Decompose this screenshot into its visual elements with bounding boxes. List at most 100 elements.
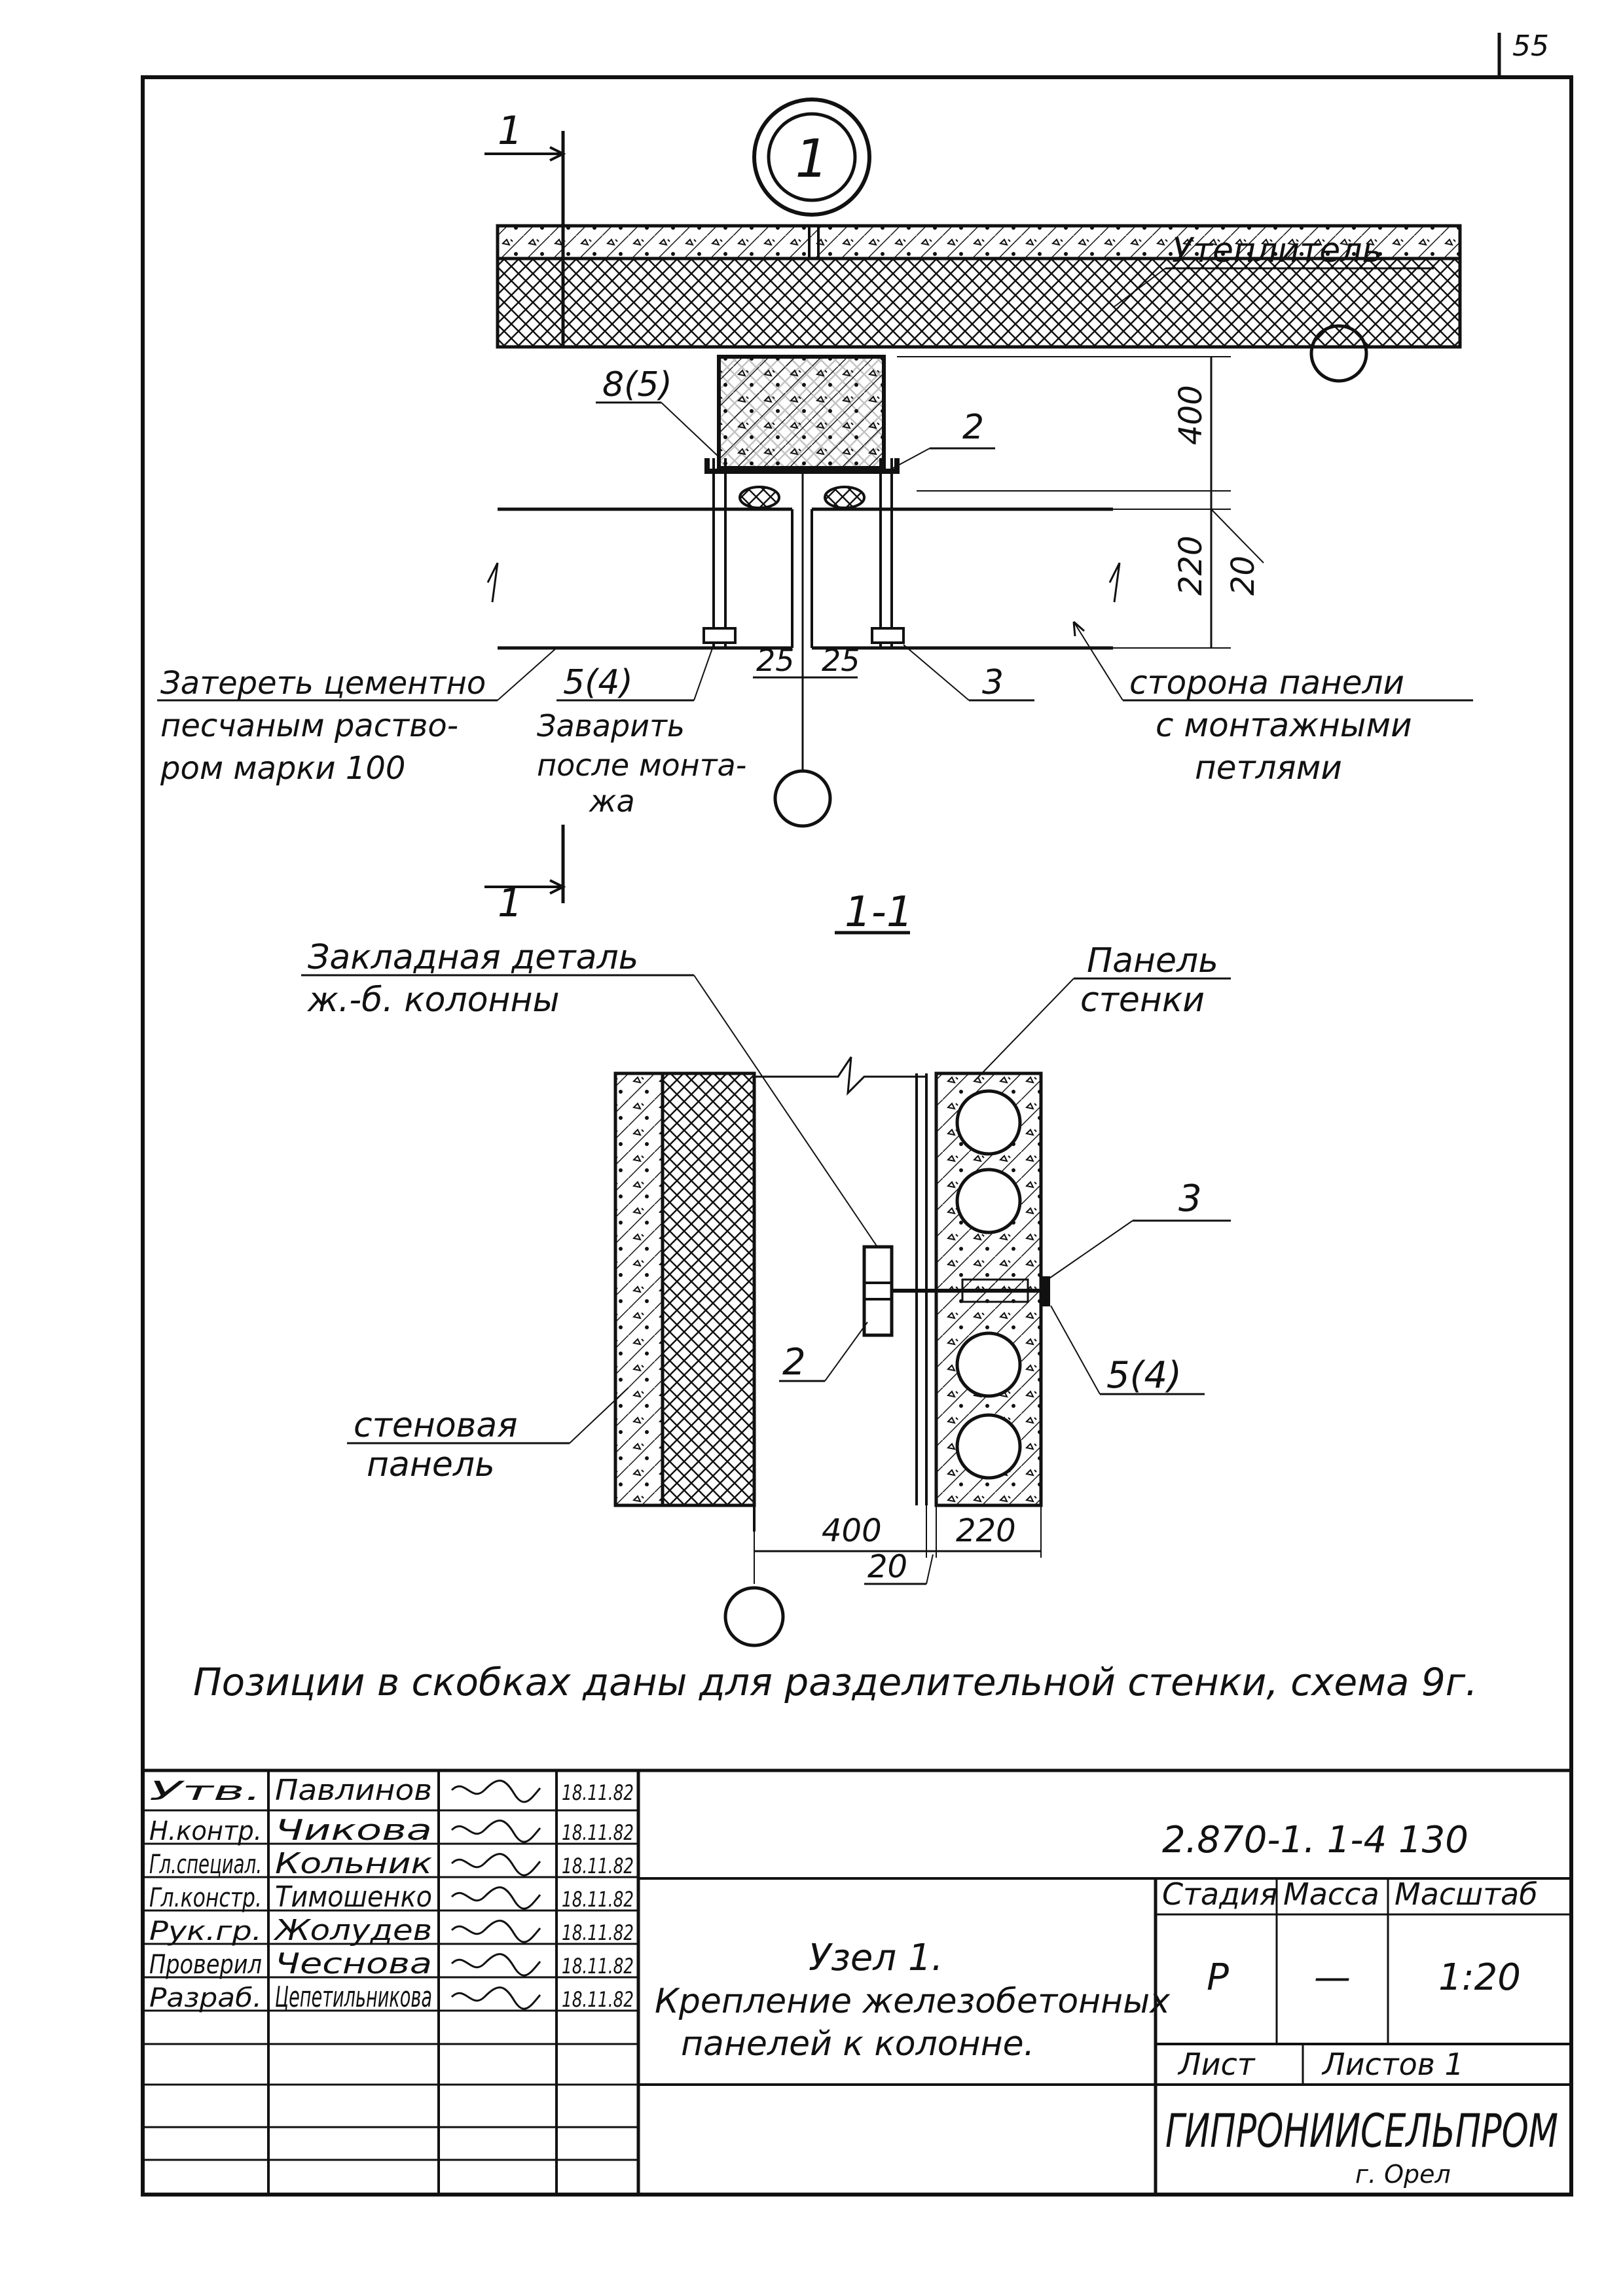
signer-name: Жолудев <box>273 1914 432 1947</box>
signer-name: Кольник <box>275 1847 433 1880</box>
signer-role: Утв. <box>149 1776 262 1806</box>
label-wall-panel-2: стенки <box>1080 980 1205 1020</box>
dim-20: 20 <box>1225 556 1262 596</box>
label-embedded-part-2: ж.-б. колонны <box>307 980 560 1020</box>
label-wall-panel-1: Панель <box>1087 941 1218 980</box>
signer-name: Цепетильникова <box>275 1981 432 2014</box>
label-pos-3-section: 3 <box>1178 1177 1202 1220</box>
void-1 <box>955 1089 1022 1156</box>
label-outer-panel-1: стеновая <box>354 1406 517 1445</box>
mass-value: — <box>1314 1956 1351 1999</box>
signer-name: Павлинов <box>275 1774 432 1807</box>
section-mark-bottom: 1 <box>498 880 522 926</box>
doc-code: 2.870-1. 1-4 130 <box>1162 1819 1468 1861</box>
signer-date: 18.11.82 <box>562 1920 634 1945</box>
signer-name: Тимошенко <box>275 1880 432 1914</box>
signature-icon <box>450 1886 541 1910</box>
axis-bubble-right <box>1309 324 1368 383</box>
org-city: г. Орел <box>1355 2160 1451 2189</box>
nut-right <box>871 627 905 644</box>
dim-20-section: 20 <box>867 1549 907 1585</box>
signer-date: 18.11.82 <box>562 1780 634 1805</box>
gasket-left <box>739 486 780 509</box>
gasket-right <box>824 486 866 509</box>
label-panel-side-3: петлями <box>1195 749 1342 787</box>
sheets-label: Листов 1 <box>1321 2047 1464 2082</box>
label-pos-5-4-plan: 5(4) <box>563 663 633 702</box>
signer-name: Чеснова <box>275 1947 432 1981</box>
stage-header: Стадия <box>1162 1876 1277 1912</box>
bolt-nut <box>1041 1276 1050 1306</box>
section-outer-concrete <box>613 1071 665 1507</box>
label-outer-panel-2: панель <box>367 1445 495 1484</box>
stage-value: Р <box>1207 1956 1229 1999</box>
signer-date: 18.11.82 <box>562 1887 634 1912</box>
node-marker-outer <box>752 98 871 217</box>
signer-role: Гл.констр. <box>149 1883 262 1913</box>
section-view: 1-1 Закладная деталь ж.-б. колонны Панел… <box>301 888 1231 1647</box>
insulation-layer <box>496 257 1462 349</box>
title-line-3: панелей к колонне. <box>681 2024 1034 2064</box>
axis-bubble-bottom <box>773 769 832 828</box>
section-title: 1-1 <box>845 888 913 937</box>
title-line-2: Крепление железобетонных <box>655 1982 1171 2021</box>
signature-icon <box>450 1853 541 1876</box>
label-mortar-2: песчаным раство- <box>160 708 458 744</box>
break-mark-left <box>486 562 499 603</box>
dim-220: 220 <box>1173 535 1209 596</box>
signature-icon <box>450 1986 541 2010</box>
node-marker-inner <box>767 112 857 202</box>
void-3 <box>955 1331 1022 1398</box>
dim-400-section: 400 <box>822 1513 882 1549</box>
sheet-frame <box>141 75 1573 2197</box>
label-weld-3: жа <box>589 783 635 819</box>
label-weld-1: Заварить <box>537 708 685 744</box>
label-mortar-1: Затереть цементно <box>160 665 486 702</box>
sheet-label: Лист <box>1177 2047 1256 2082</box>
label-embedded-part-1: Закладная деталь <box>308 938 638 977</box>
label-pos-5-4-section: 5(4) <box>1106 1354 1182 1397</box>
signer-name: Чикова <box>275 1814 432 1847</box>
dim-400: 400 <box>1173 385 1209 445</box>
section-mark-top: 1 <box>498 108 522 154</box>
label-pos-2-plan: 2 <box>962 408 984 447</box>
label-pos-2-section: 2 <box>782 1341 806 1384</box>
break-mark-right <box>1108 562 1121 603</box>
label-weld-2: после монта- <box>537 747 746 783</box>
signer-date: 18.11.82 <box>562 1987 634 2012</box>
title-block <box>143 1768 1571 2195</box>
embedded-part <box>862 1245 894 1337</box>
signer-role: Проверил <box>149 1950 262 1980</box>
signature-icon <box>450 1920 541 1943</box>
title-line-1: Узел 1. <box>809 1937 943 1979</box>
sheet-number: 55 <box>1512 29 1549 63</box>
signature-icon <box>450 1780 541 1803</box>
signer-date: 18.11.82 <box>562 1954 634 1979</box>
label-panel-side-2: с монтажными <box>1156 706 1412 744</box>
signer-date: 18.11.82 <box>562 1820 634 1845</box>
outer-concrete-layer <box>496 224 1462 260</box>
section-insulation <box>661 1071 756 1507</box>
label-mortar-3: ром марки 100 <box>160 750 405 787</box>
signer-date: 18.11.82 <box>562 1854 634 1878</box>
node-marker-number: 1 <box>795 128 829 189</box>
break-line-section <box>754 1056 926 1096</box>
signer-role: Н.контр. <box>149 1816 262 1846</box>
scale-header: Масштаб <box>1395 1876 1538 1912</box>
section-arrow-icon-bottom <box>549 879 566 895</box>
signature-icon <box>450 1820 541 1843</box>
dim-220-section: 220 <box>956 1513 1016 1549</box>
section-arrow-icon <box>549 146 566 162</box>
scale-value: 1:20 <box>1438 1956 1521 1999</box>
signer-role: Разраб. <box>149 1983 262 2013</box>
label-pos-8-5: 8(5) <box>602 365 672 404</box>
label-panel-side-1: сторона панели <box>1129 664 1404 702</box>
positions-note: Позиции в скобках даны для разделительно… <box>193 1660 1478 1704</box>
label-pos-3-plan: 3 <box>982 663 1004 702</box>
mass-header: Масса <box>1283 1876 1379 1912</box>
plan-view: 1 1 <box>157 98 1473 926</box>
signature-icon <box>450 1953 541 1977</box>
axis-bubble-section <box>723 1586 785 1647</box>
